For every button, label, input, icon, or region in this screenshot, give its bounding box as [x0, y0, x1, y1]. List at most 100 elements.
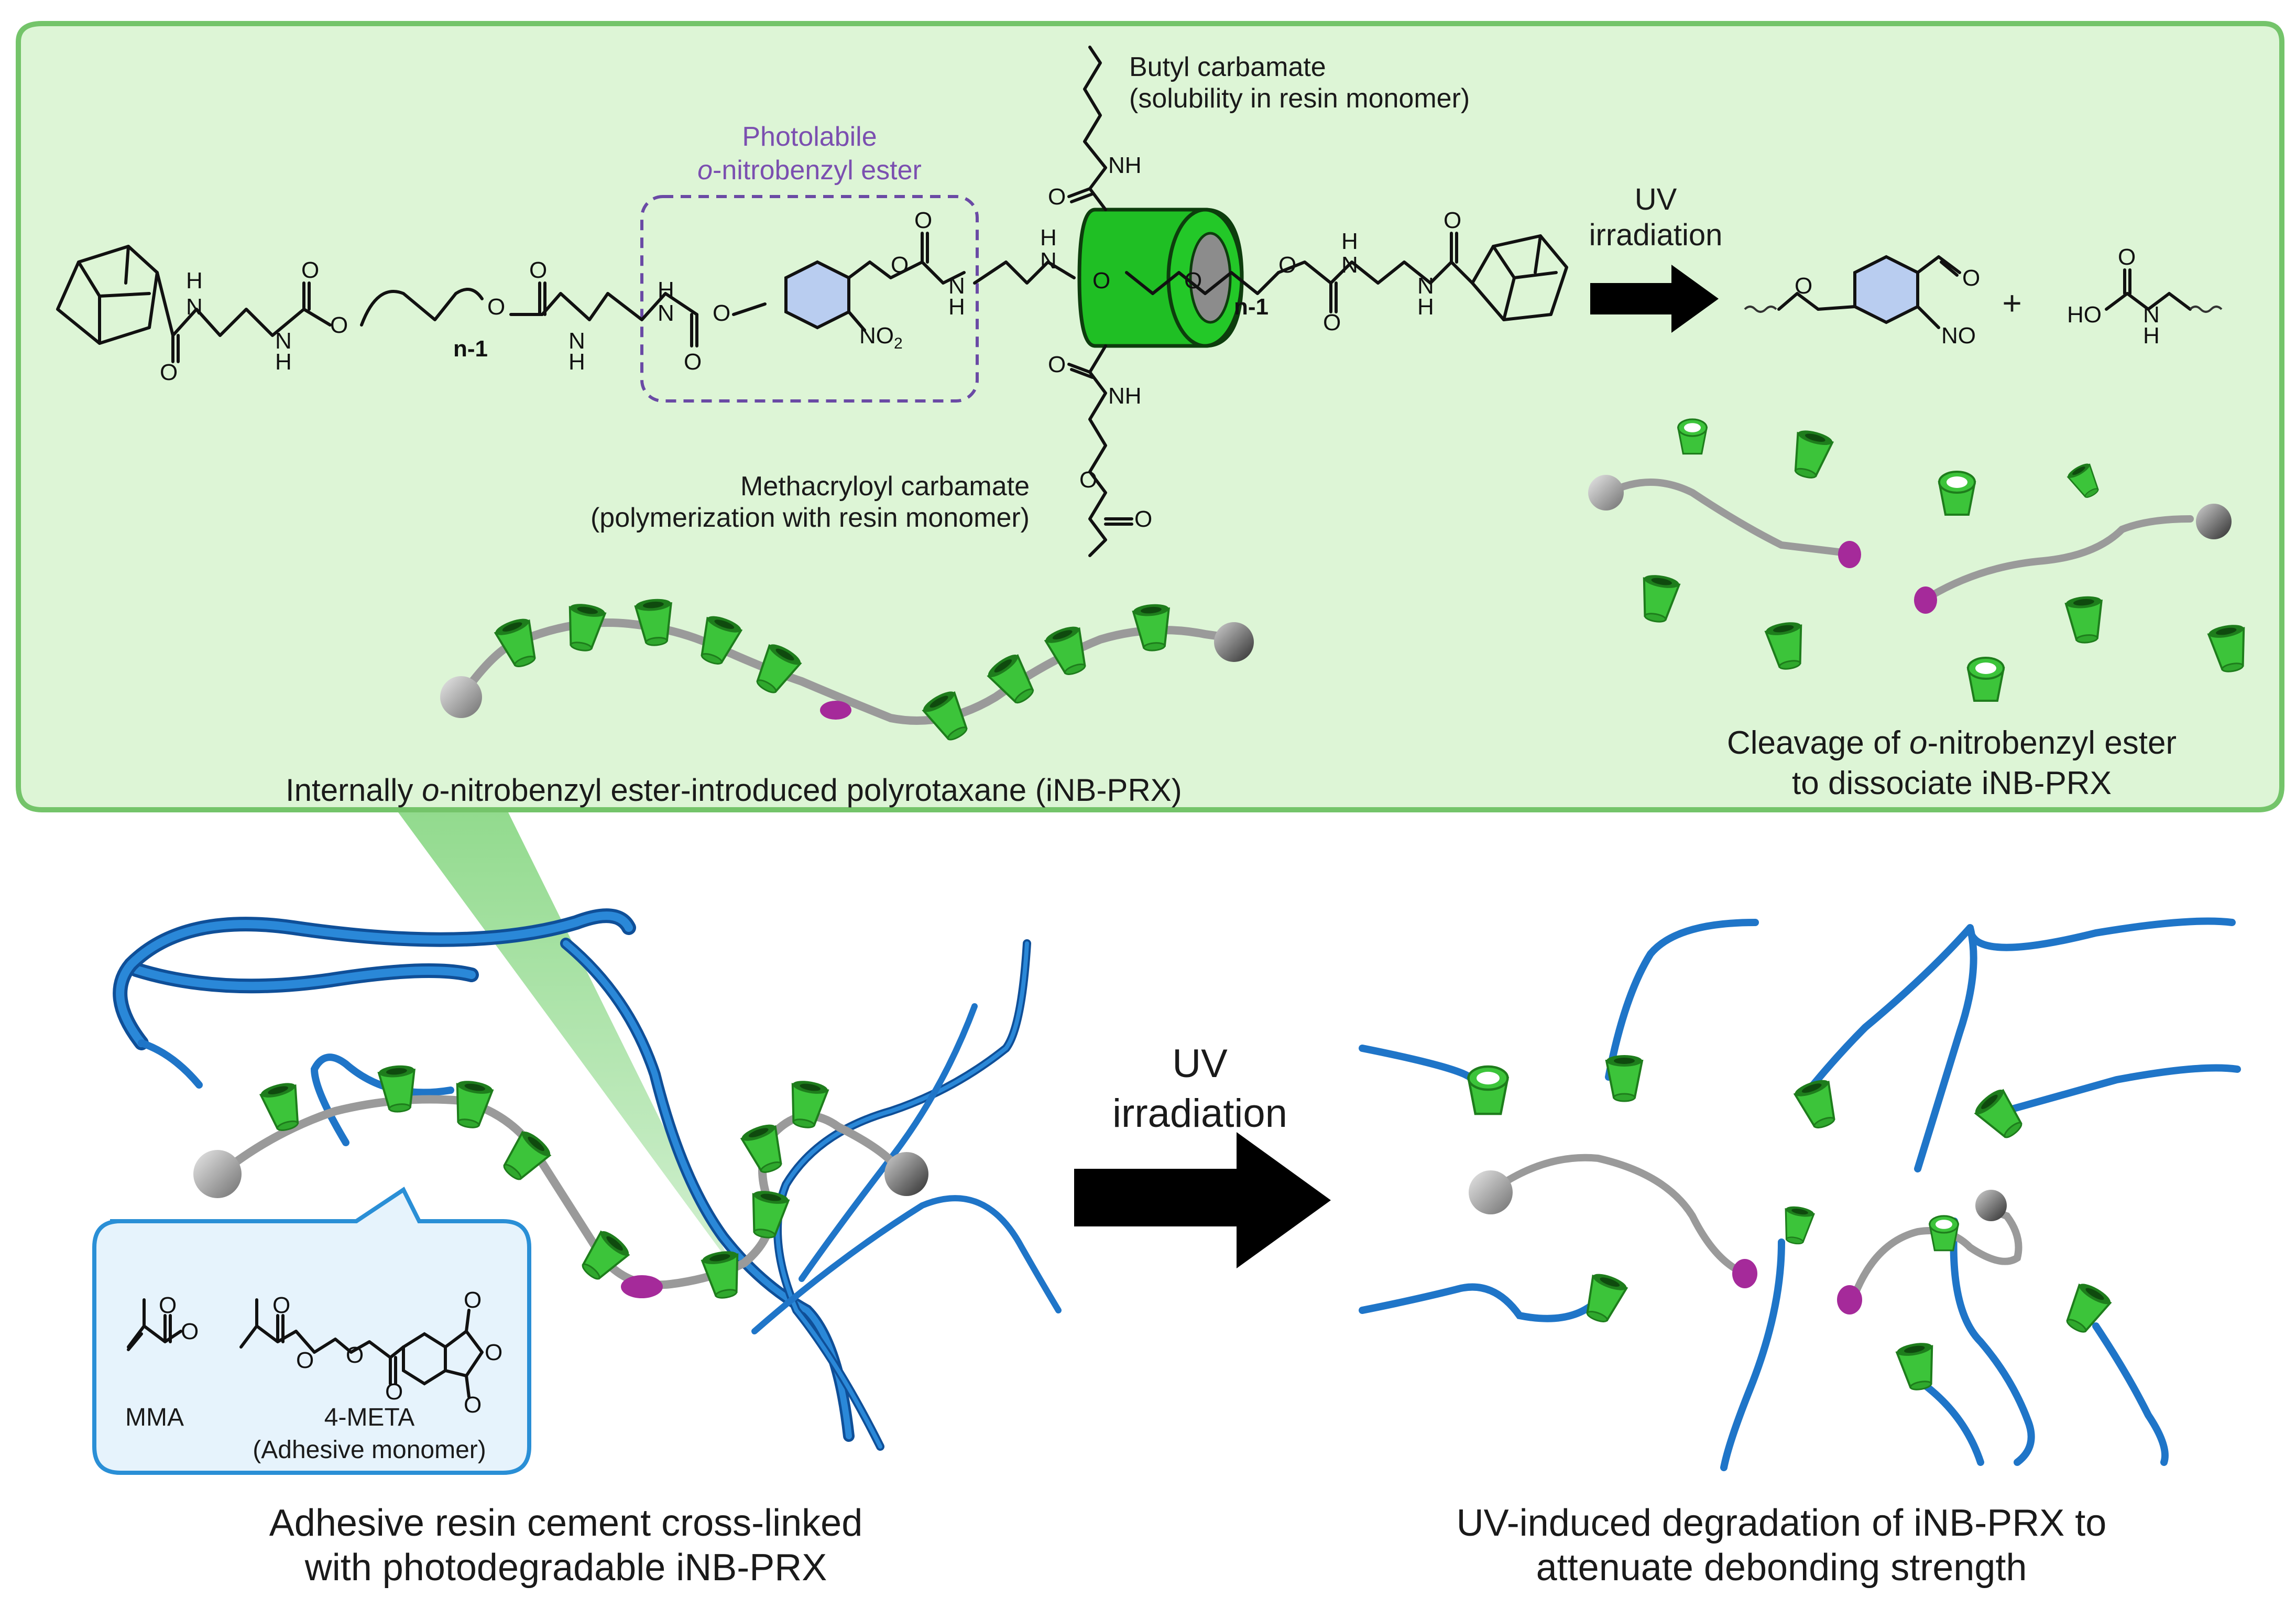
chem-O-butyl: O: [1048, 184, 1066, 210]
cleaved-end-2: [1914, 586, 1937, 614]
meta-label: 4-META: [324, 1404, 414, 1431]
cyclodextrin-cylinder: [1077, 208, 1244, 348]
methacryloyl-label-line2: (polymerization with resin monomer): [591, 503, 1030, 533]
chem-O-8: O: [891, 252, 909, 278]
linker-chain-bonds: [973, 260, 1076, 285]
chem-H-5: H: [948, 294, 965, 320]
chem-O-prod1: O: [1795, 273, 1812, 299]
cleavage-caption-line1: Cleavage of o-nitrobenzyl ester: [1727, 725, 2177, 761]
degraded-stopper-2: [1975, 1190, 2007, 1221]
free-stopper-1: [1588, 475, 1624, 510]
methacryloyl-ester-carbonyl: [1104, 517, 1133, 526]
chem-O-prod3: O: [2118, 244, 2136, 270]
right-carbonyl-1: [1329, 281, 1338, 313]
methacryloyl-label-line1: Methacryloyl carbamate: [740, 471, 1030, 502]
network-stopper-left: [193, 1150, 242, 1198]
top-panel: Photolabile o-nitrobenzyl ester H N O N …: [16, 21, 2284, 812]
bottom-uv-arrow: [1074, 1132, 1331, 1268]
photolabile-label-line2: o-nitrobenzyl ester: [697, 155, 922, 186]
chem-NH-meth: NH: [1108, 383, 1142, 409]
chem-H-4: H: [658, 277, 674, 303]
chem-O-7: O: [713, 300, 730, 326]
chem-N-3: N: [568, 328, 585, 354]
meta-O-6: O: [485, 1340, 502, 1365]
top-uv-arrow: [1590, 265, 1719, 333]
mma-label: MMA: [125, 1404, 184, 1431]
network-stopper-right: [884, 1152, 928, 1196]
chem-NO-prod: NO: [1941, 323, 1976, 349]
right-chain-bonds: [1277, 260, 1474, 285]
chem-N-r2: N: [1417, 273, 1434, 299]
network-photolabile-site: [621, 1275, 663, 1298]
chem-O-meth3: O: [1134, 506, 1152, 532]
chem-HO-prod: HO: [2067, 302, 2102, 328]
right-carbonyl-2: [1450, 232, 1458, 264]
mma-structure: [127, 1298, 182, 1351]
meta-O-5: O: [464, 1287, 482, 1313]
monomer-callout-box: [92, 1187, 531, 1475]
chem-O-5: O: [529, 257, 547, 283]
chem-O-r3: O: [1444, 208, 1461, 233]
chem-O-r2: O: [1323, 310, 1341, 335]
chem-N-4: N: [658, 300, 674, 326]
chem-H-2: H: [275, 349, 292, 375]
meta-sublabel: (Adhesive monomer): [253, 1436, 486, 1464]
chem-H-r2: H: [1417, 294, 1434, 320]
degraded-network-right: [1359, 917, 2241, 1471]
axle-through-cd: [1125, 271, 1280, 295]
photolabile-label-line1: Photolabile: [742, 122, 877, 152]
chem-O-cd2: O: [1184, 268, 1202, 294]
product-nitrosobenzaldehyde: [1744, 255, 1961, 329]
chem-H-1: H: [186, 268, 203, 294]
nitrobenzyl-benzene-ring: [732, 232, 966, 332]
bottom-uv-label-line1: UV: [1172, 1041, 1228, 1086]
chem-NO2: NO2: [859, 323, 903, 352]
mma-O-2: O: [181, 1319, 199, 1344]
monomer-callout: O O MMA O O O O O O O 4-META (Adhesive m…: [92, 1187, 531, 1475]
butyl-carbonyl: [1067, 187, 1094, 203]
degraded-end-2: [1837, 1285, 1862, 1314]
chem-O-meth1: O: [1048, 352, 1066, 377]
meta-O-1: O: [272, 1292, 290, 1318]
zoom-beam: [398, 812, 734, 1268]
chem-H-3: H: [568, 349, 585, 375]
cleaved-end-1: [1838, 541, 1861, 568]
methacryloyl-arm-bonds: [1088, 344, 1107, 557]
chem-N-6: N: [1040, 248, 1057, 274]
photolabile-highlight-box: [640, 195, 979, 403]
meta-O-7: O: [464, 1392, 482, 1418]
cleavage-caption-line2: to dissociate iNB-PRX: [1792, 765, 2112, 801]
chem-O-cd1: O: [1092, 268, 1110, 294]
chem-O-9: O: [914, 208, 932, 233]
chem-O-2: O: [301, 257, 319, 283]
bottom-uv-label-line2: irradiation: [1112, 1091, 1287, 1136]
chem-O-6: O: [684, 349, 702, 375]
right-caption-line2: attenuate debonding strength: [1536, 1547, 2027, 1589]
chem-O-1: O: [160, 360, 178, 385]
chem-NH-butyl: NH: [1108, 153, 1142, 178]
chem-N-prod: N: [2143, 302, 2160, 328]
methacryloyl-carbonyl: [1067, 363, 1094, 379]
butyl-arm-bonds: [1083, 46, 1107, 211]
chem-n-1-right: n-1: [1234, 294, 1269, 320]
right-caption-line1: UV-induced degradation of iNB-PRX to: [1457, 1502, 2107, 1544]
meta-O-3: O: [346, 1342, 364, 1368]
meta-O-2: O: [296, 1348, 314, 1373]
prx-caption: Internally o-nitrobenzyl ester-introduce…: [286, 773, 1182, 808]
panel-background: [16, 21, 2284, 812]
top-uv-label-line2: irradiation: [1589, 218, 1723, 252]
prx-cartoon: [440, 596, 1254, 747]
top-uv-label-line1: UV: [1635, 182, 1677, 216]
free-stopper-2: [2196, 504, 2232, 539]
butyl-label-line2: (solubility in resin monomer): [1129, 83, 1470, 114]
product-carbamic-acid: [2105, 268, 2223, 313]
meta-O-4: O: [385, 1379, 403, 1405]
chem-H-r1: H: [1341, 229, 1358, 254]
chem-N-2: N: [275, 328, 292, 354]
chem-H-6: H: [1040, 225, 1057, 251]
resin-network-left: [113, 812, 1062, 1451]
plus-sign: +: [2002, 284, 2021, 322]
adamantane-right-structure: [1471, 234, 1568, 321]
chem-H-prod: H: [2143, 323, 2160, 349]
